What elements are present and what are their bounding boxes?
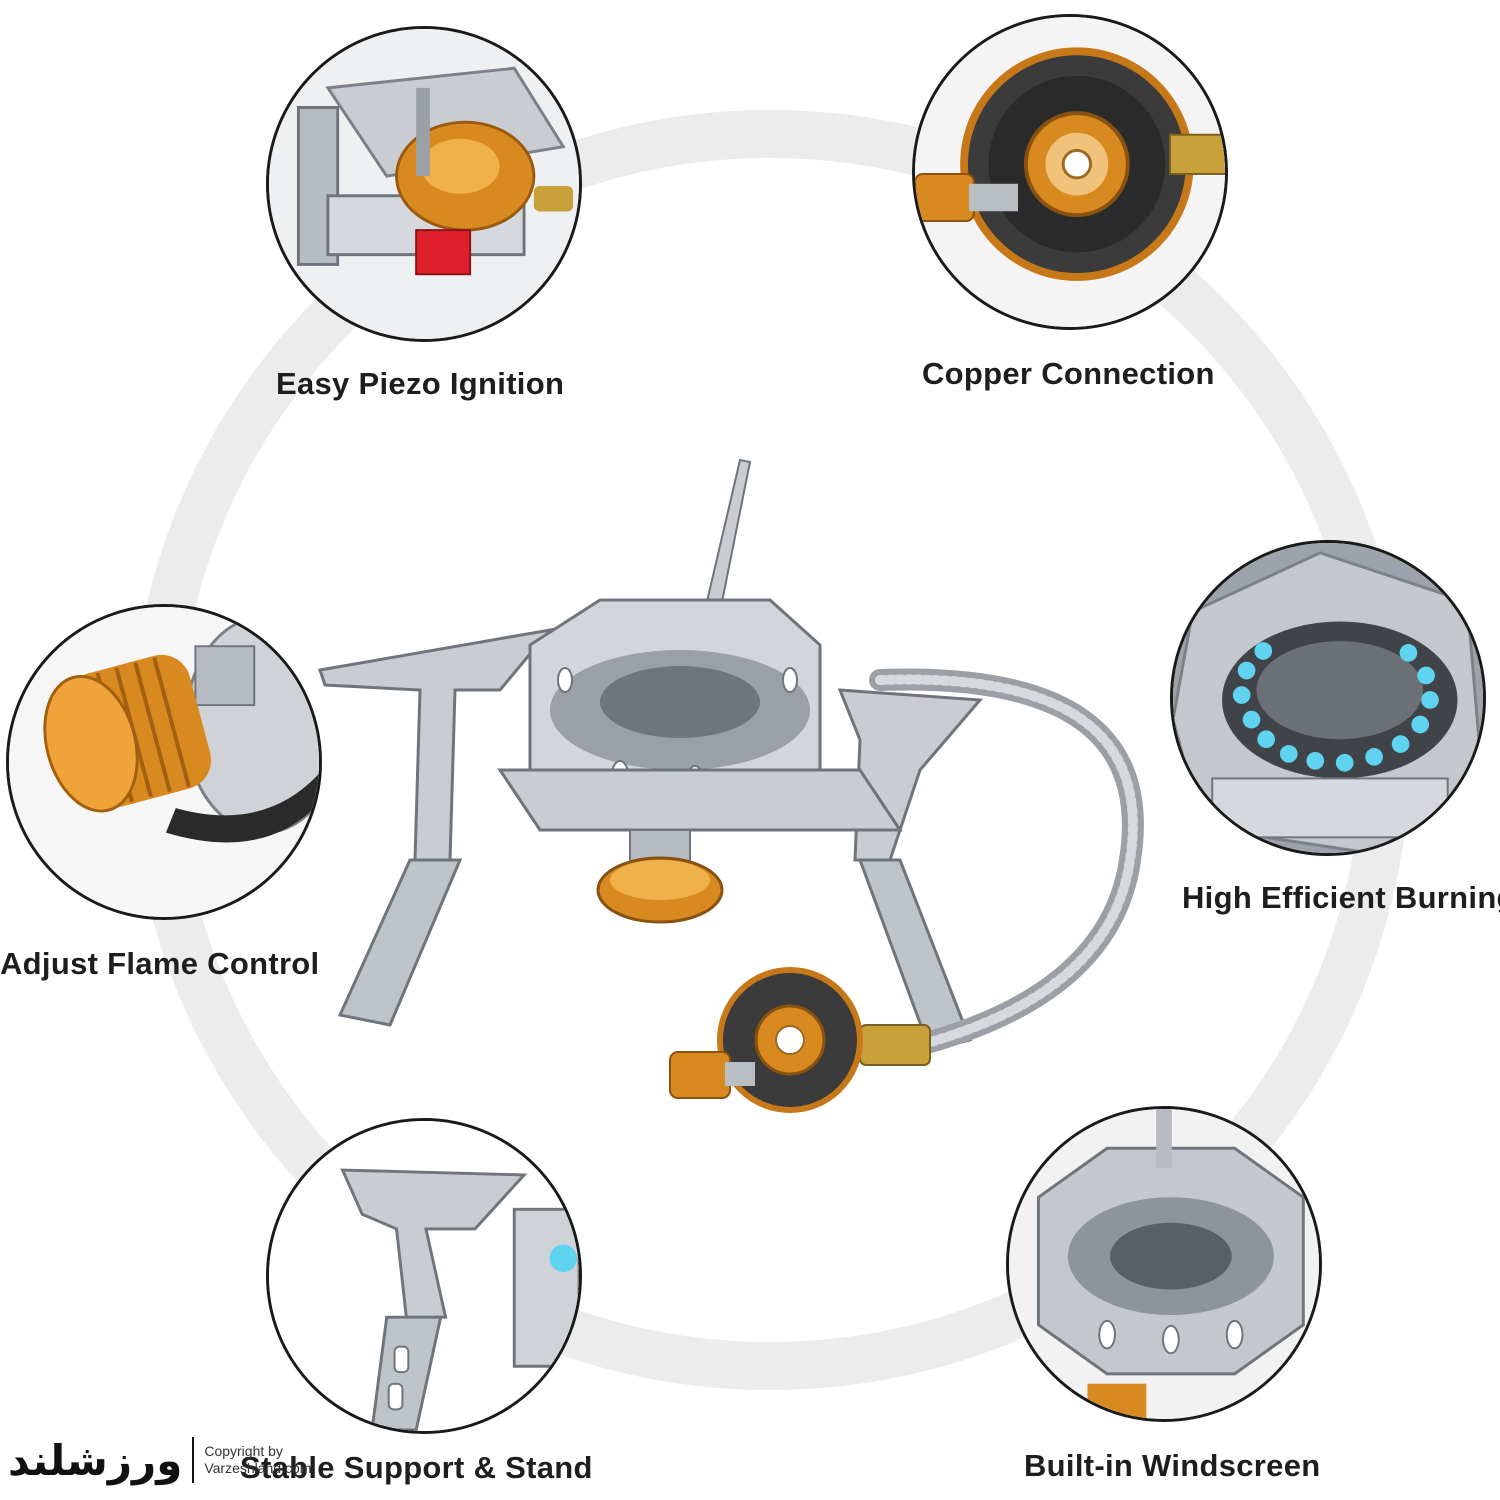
windscreen-label: Built-in Windscreen: [1024, 1448, 1321, 1483]
watermark-line-2: Varzeshland.com: [204, 1460, 312, 1476]
piezo-ignition-label: Easy Piezo Ignition: [276, 366, 565, 401]
folding-leg-image: [266, 1118, 582, 1434]
flame-control-label: Adjust Flame Control: [0, 946, 320, 981]
camping-stove-image: [300, 440, 1180, 1120]
efficient-burning-label: High Efficient Burning: [1182, 880, 1500, 915]
copper-connection-label: Copper Connection: [922, 356, 1215, 391]
watermark-line-1: Copyright by: [204, 1443, 283, 1459]
copper-connector-image: [912, 14, 1228, 330]
watermark-divider: [192, 1437, 195, 1483]
stable-support-label: Stable Support & Stand: [240, 1450, 593, 1485]
watermark-copyright: Copyright by Varzeshland.com: [204, 1443, 311, 1477]
watermark-logo: ورزشلند: [8, 1435, 183, 1485]
windscreen-burner-image: [1006, 1106, 1322, 1422]
watermark: ورزشلند Copyright by Varzeshland.com: [8, 1432, 311, 1488]
flame-knob-image: [6, 604, 322, 920]
blue-flame-burner-image: [1170, 540, 1486, 856]
piezo-ignition-image: [266, 26, 582, 342]
